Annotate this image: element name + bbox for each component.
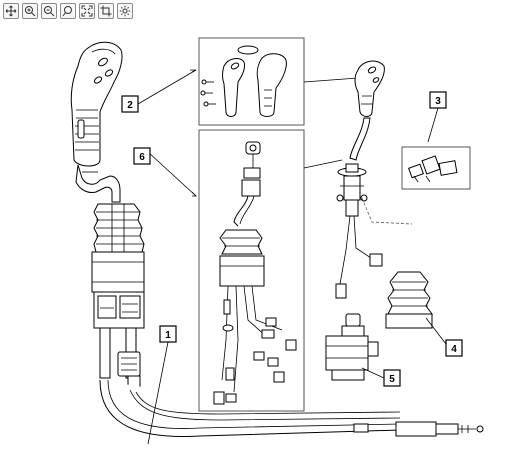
callout-1[interactable]: 1	[159, 325, 177, 343]
callout-4[interactable]: 4	[445, 339, 463, 357]
pan-button[interactable]	[3, 3, 19, 19]
callout-2[interactable]: 2	[121, 95, 139, 113]
callout-5[interactable]: 5	[383, 369, 401, 387]
zoom-out-icon	[44, 6, 55, 17]
leader-lines	[137, 69, 439, 445]
zoom-to-fit-button[interactable]	[60, 3, 76, 19]
callout-2-label: 2	[127, 100, 133, 111]
zoom-to-fit-icon	[62, 6, 72, 17]
settings-icon	[119, 5, 131, 17]
adapter-parts-box	[401, 146, 471, 190]
callout-5-label: 5	[389, 374, 395, 385]
callout-4-label: 4	[451, 344, 457, 355]
harness-parts-box	[198, 129, 305, 412]
zoom-out-button[interactable]	[41, 3, 57, 19]
callout-1-label: 1	[165, 330, 171, 341]
settings-button[interactable]	[117, 3, 133, 19]
screws	[200, 79, 216, 107]
joystick-assembly-exploded	[335, 60, 413, 299]
valve-body-part	[325, 313, 385, 381]
grip-parts-box	[198, 37, 359, 126]
pan-icon	[5, 5, 17, 17]
zoom-in-button[interactable]	[22, 3, 38, 19]
callout-3-label: 3	[435, 96, 441, 107]
fullscreen-button[interactable]	[79, 3, 95, 19]
joystick-assembly-main	[70, 41, 484, 437]
fullscreen-icon	[81, 5, 93, 17]
crop-icon	[100, 5, 112, 17]
viewer-toolbar	[3, 3, 133, 19]
callout-6-label: 6	[139, 152, 145, 163]
zoom-in-icon	[25, 6, 36, 17]
crop-button[interactable]	[98, 3, 114, 19]
boot-part	[385, 271, 447, 345]
callout-6[interactable]: 6	[133, 147, 151, 165]
callout-3[interactable]: 3	[429, 91, 447, 109]
